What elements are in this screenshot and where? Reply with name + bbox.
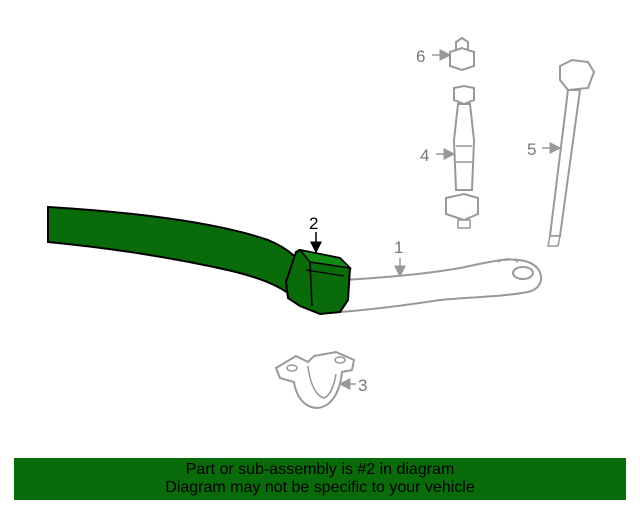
disclaimer-banner: Part or sub-assembly is #2 in diagram Di… <box>14 458 626 500</box>
nut-top <box>455 36 469 51</box>
callout-label-3: 3 <box>358 376 367 395</box>
callout-label-5: 5 <box>527 140 536 159</box>
bolt-shaft <box>548 89 582 237</box>
bracket-inner-curve <box>307 365 337 399</box>
stabilizer-link-bottom-nut <box>445 192 479 222</box>
stabilizer-bar-highlighted-section <box>47 205 302 298</box>
bolt-head <box>559 58 596 92</box>
stabilizer-link[interactable] <box>445 84 479 229</box>
bracket-hole-right <box>334 356 346 364</box>
bolt-tip <box>547 235 561 247</box>
stabilizer-link-shaft <box>452 103 476 191</box>
stabilizer-bar-end-arm <box>339 258 543 313</box>
nut-body <box>449 46 475 72</box>
bracket[interactable] <box>274 350 356 410</box>
bracket-hole-left <box>286 364 298 372</box>
stabilizer-link-grommet <box>456 145 472 163</box>
banner-line-part-number: Part or sub-assembly is #2 in diagram <box>185 461 455 478</box>
stabilizer-link-bottom-stud <box>457 219 471 229</box>
callout-label-2: 2 <box>309 214 318 233</box>
stabilizer-bar-end-eye-inner <box>497 258 519 263</box>
bushing-slit <box>309 261 313 307</box>
callout-label-1: 1 <box>394 238 403 257</box>
banner-line-disclaimer: Diagram may not be specific to your vehi… <box>165 479 475 496</box>
bushing-edge <box>305 269 345 277</box>
callout-label-4: 4 <box>420 146 429 165</box>
nut[interactable] <box>449 36 475 72</box>
bolt[interactable] <box>547 58 596 247</box>
bushing[interactable] <box>284 248 353 316</box>
callout-label-6: 6 <box>416 47 425 66</box>
bushing-top-face <box>298 248 353 270</box>
stabilizer-link-top-nut <box>453 84 475 106</box>
stabilizer-bar-end-eye <box>512 266 534 280</box>
